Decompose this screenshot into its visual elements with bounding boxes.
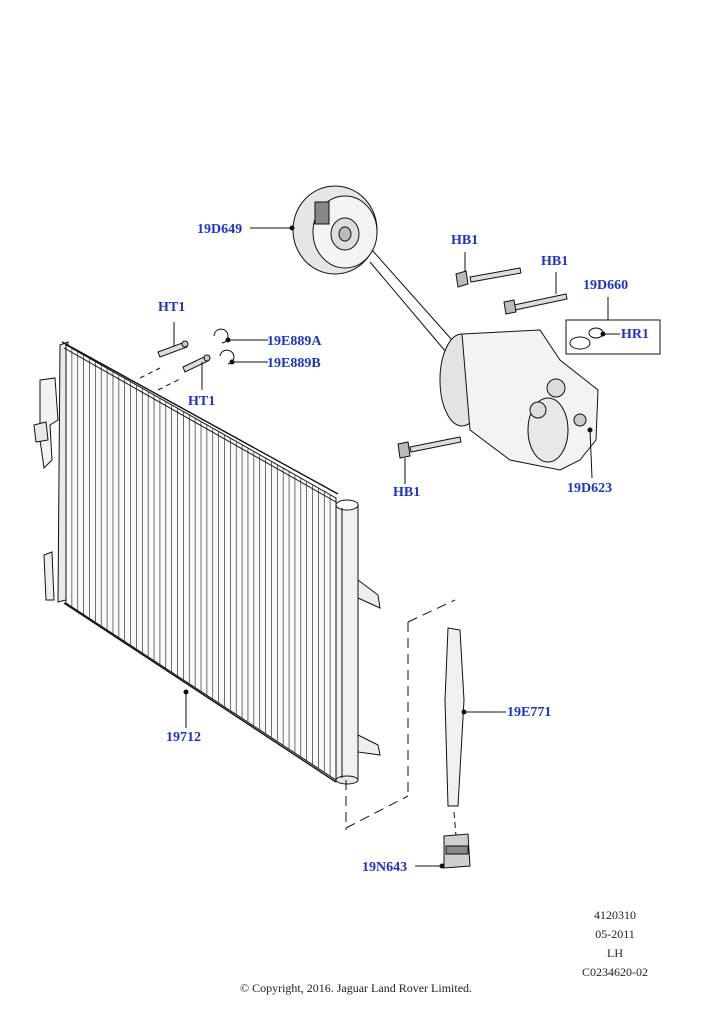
callout-hb1-bottom[interactable]: HB1 [393,485,421,500]
filter-cartridge [345,599,506,869]
callout-hr1[interactable]: HR1 [621,327,649,342]
copyright-notice: © Copyright, 2016. Jaguar Land Rover Lim… [239,981,473,995]
callout-hb1-top[interactable]: HB1 [451,233,479,248]
callout-19E889B[interactable]: 19E889B [267,356,321,371]
reference-number: 4120310 [594,908,636,922]
compressor [439,329,599,479]
callout-19E889A[interactable]: 19E889A [267,334,322,349]
reference-block: 4120310 05-2011 LH C0234620-02 [570,906,660,982]
callout-ht1-bottom[interactable]: HT1 [188,394,216,409]
bolts [397,252,661,484]
callout-19D660[interactable]: 19D660 [583,278,629,293]
reference-code: C0234620-02 [582,965,648,979]
reference-side: LH [607,946,623,960]
callout-hb1-mid[interactable]: HB1 [541,254,569,269]
reference-date: 05-2011 [595,927,635,941]
condenser-illustration [33,341,381,785]
callout-19E771[interactable]: 19E771 [507,705,552,720]
callout-ht1-top[interactable]: HT1 [158,300,186,315]
callout-19N643[interactable]: 19N643 [362,860,408,875]
stud-bolts [139,322,268,391]
callout-19D649[interactable]: 19D649 [197,222,243,237]
callout-19D623[interactable]: 19D623 [567,481,613,496]
clutch-pulley [250,185,453,353]
callout-19712[interactable]: 19712 [166,730,201,745]
